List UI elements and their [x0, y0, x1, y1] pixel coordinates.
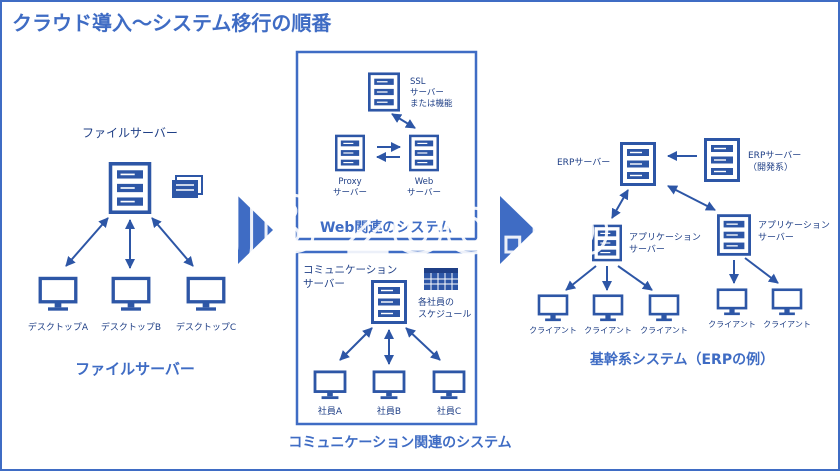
employee-a-label: 社員A [318, 405, 343, 417]
client-2-icon [592, 294, 624, 322]
comm-server-label-1: コミュニケーション [303, 264, 397, 276]
erp-system-caption: 基幹系システム（ERPの例） [590, 351, 774, 368]
arrow-erp-to-app-right [667, 185, 716, 211]
erp-server-icon [620, 142, 656, 186]
arrow-comm-to-employee-c [405, 327, 441, 361]
client-1-label: クライアント [529, 326, 577, 335]
arrow-file-to-desktop-a [65, 217, 109, 267]
erp-server-label: ERPサーバー [557, 157, 610, 168]
web-system-box [295, 50, 478, 241]
desktop-c-label: デスクトップC [176, 321, 236, 333]
client-4-icon [716, 288, 748, 316]
schedule-label-1: 各社員の [418, 296, 454, 308]
erp-dev-label-2: （開発系） [748, 161, 793, 173]
schedule-label-2: スケジュール [418, 309, 471, 320]
arrow-app-left-to-client-3 [617, 265, 653, 291]
communication-system-box [295, 250, 478, 426]
client-1-icon [537, 294, 569, 322]
desktop-a-label: デスクトップA [28, 321, 89, 333]
desktop-b-icon [111, 276, 151, 312]
arrow-ssl-to-web [391, 113, 416, 129]
erp-dev-label-1: ERPサーバー [748, 150, 801, 161]
communication-server-icon [371, 280, 407, 324]
proxy-server-icon [335, 134, 365, 172]
employee-c-icon [432, 370, 466, 400]
app-right-label-1: アプリケーション [758, 220, 830, 231]
app-left-label-1: アプリケーション [629, 232, 701, 243]
arrow-erp-to-app-left [611, 189, 629, 219]
employee-a-icon [313, 370, 347, 400]
ssl-label-1: SSL [410, 77, 426, 87]
client-2-label: クライアント [584, 326, 632, 335]
arrow-comm-to-employee-a [339, 327, 373, 361]
proxy-label-2: サーバー [333, 188, 367, 198]
web-label-1: Web [415, 177, 434, 187]
proxy-label-1: Proxy [338, 177, 361, 187]
app-server-right-icon [717, 214, 751, 256]
employee-b-icon [372, 370, 406, 400]
arrow-app-left-to-client-1 [565, 265, 597, 291]
schedule-calendar-icon [424, 268, 458, 290]
web-label-2: サーバー [407, 188, 441, 198]
app-right-label-2: サーバー [758, 232, 794, 243]
erp-dev-server-icon [704, 138, 740, 182]
file-server-caption: ファイルサーバー [75, 360, 195, 378]
file-server-label: ファイルサーバー [82, 126, 178, 140]
employee-c-label: 社員C [437, 405, 461, 417]
app-left-label-2: サーバー [629, 244, 665, 255]
client-5-icon [771, 288, 803, 316]
watermark-logo: JB zoo.jp [225, 181, 610, 271]
flow-arrow-left [238, 196, 273, 264]
employee-b-label: 社員B [377, 405, 401, 417]
client-3-label: クライアント [640, 326, 688, 335]
client-5-label: クライアント [763, 320, 811, 329]
arrow-app-right-to-client-5 [744, 257, 779, 284]
web-server-icon [409, 134, 439, 172]
desktop-b-label: デスクトップB [101, 321, 161, 333]
web-system-caption: Web関連のシステム [320, 219, 452, 236]
page-title: クラウド導入～システム移行の順番 [12, 11, 332, 35]
ssl-label-2: サーバー [410, 88, 444, 98]
arrow-file-to-desktop-c [151, 217, 194, 267]
desktop-a-icon [38, 276, 78, 312]
communication-system-caption: コミュニケーション関連のシステム [288, 434, 511, 451]
client-4-label: クライアント [708, 320, 756, 329]
ssl-label-3: または機能 [410, 98, 453, 109]
flow-arrow-right [500, 196, 535, 264]
ssl-server-icon [368, 72, 400, 112]
file-server-icon [108, 162, 152, 214]
desktop-c-icon [186, 276, 226, 312]
comm-server-label-2: サーバー [303, 278, 345, 290]
client-3-icon [648, 294, 680, 322]
file-stack-icon [172, 175, 203, 198]
